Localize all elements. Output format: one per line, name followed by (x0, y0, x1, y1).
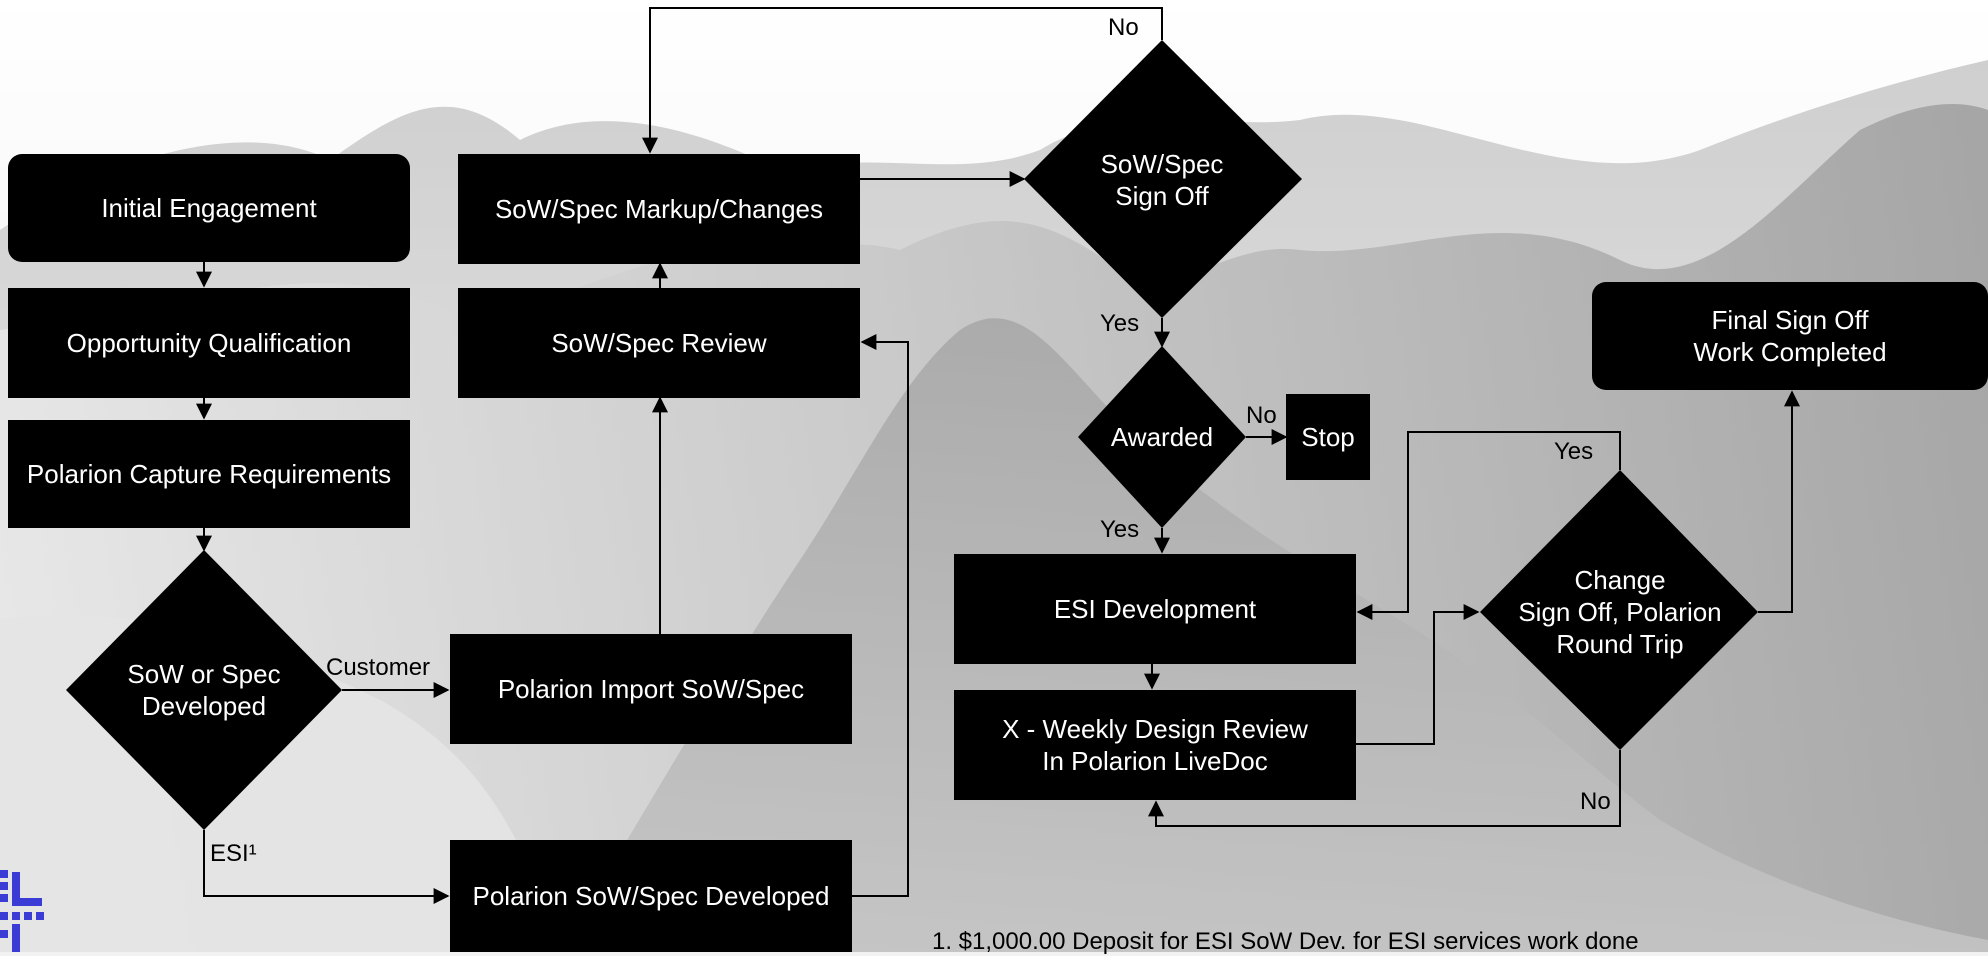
edge-label-signoff-yes: Yes (1100, 310, 1140, 337)
connector (1356, 604, 1480, 745)
node-esi-development: ESI Development (954, 554, 1356, 664)
node-stop: Stop (1286, 394, 1370, 480)
connector (203, 830, 450, 904)
node-sow-spec-review: SoW/Spec Review (458, 288, 860, 398)
decision-sow-or-spec-shape (66, 550, 342, 830)
connector (1356, 431, 1621, 620)
company-logo-icon (0, 870, 44, 952)
connector (642, 7, 1163, 154)
edge-label-esi: ESI¹ (210, 840, 257, 867)
connector (1758, 390, 1800, 613)
decision-awarded-shape (1078, 346, 1246, 528)
node-sow-spec-markup: SoW/Spec Markup/Changes (458, 154, 860, 264)
node-opportunity-qualification: Opportunity Qualification (8, 288, 410, 398)
node-change-sign-off: Change Sign Off, Polarion Round Trip (1518, 565, 1722, 659)
node-sow-or-spec-developed: SoW or Spec Developed (127, 659, 281, 721)
decision-sign-off-shape (1024, 40, 1302, 318)
edge-label-customer: Customer (326, 654, 431, 681)
edge-label-change-yes: Yes (1554, 438, 1594, 465)
node-weekly-design-review: X - Weekly Design Review In Polarion Liv… (954, 690, 1356, 800)
edge-label-change-no: No (1580, 788, 1611, 815)
node-awarded: Awarded (1110, 422, 1214, 452)
connector (852, 334, 909, 897)
edge-label-awarded-no: No (1246, 402, 1277, 429)
edge-label-signoff-no: No (1108, 14, 1139, 41)
decision-change-shape (1480, 470, 1758, 750)
footnote: 1. $1,000.00 Deposit for ESI SoW Dev. fo… (932, 928, 1639, 955)
node-capture-requirements: Polarion Capture Requirements (8, 420, 410, 528)
node-final-sign-off: Final Sign Off Work Completed (1592, 282, 1988, 390)
node-sow-spec-sign-off: SoW/Spec Sign Off (1100, 149, 1224, 211)
node-initial-engagement: Initial Engagement (8, 154, 410, 262)
edge-label-awarded-yes: Yes (1100, 516, 1140, 543)
node-sow-spec-developed: Polarion SoW/Spec Developed (450, 840, 852, 952)
node-import-sow-spec: Polarion Import SoW/Spec (450, 634, 852, 744)
connector (1148, 750, 1621, 827)
